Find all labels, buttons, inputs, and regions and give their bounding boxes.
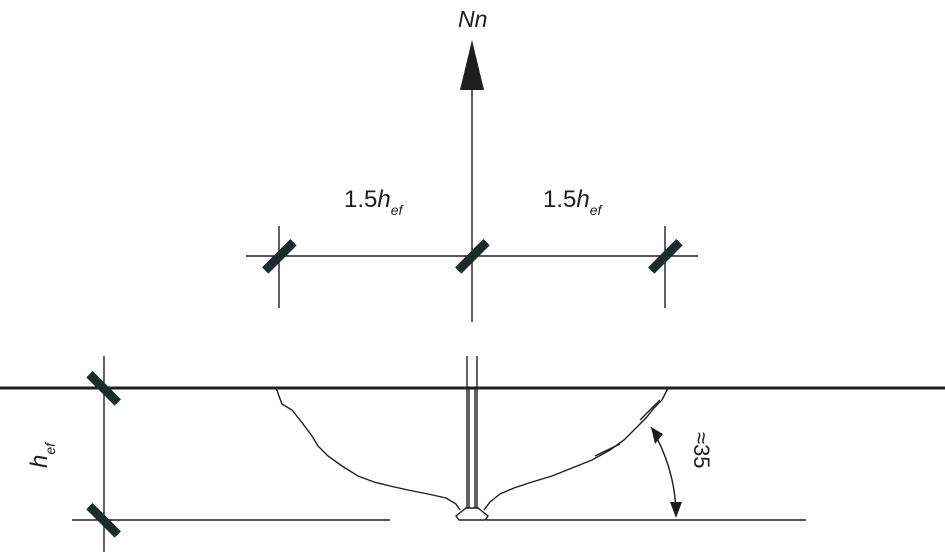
force-label: Nn bbox=[458, 6, 488, 32]
tick-plan-center bbox=[455, 239, 490, 274]
breakout-cone-right bbox=[483, 387, 669, 511]
tick-depth-top bbox=[86, 371, 121, 406]
spacing-left-var: h bbox=[377, 186, 391, 213]
spacing-left-coef: 1.5 bbox=[344, 186, 378, 213]
depth-sub: ef bbox=[42, 442, 58, 455]
tick-plan-right bbox=[648, 239, 683, 274]
spacing-label-left: 1.5hef bbox=[344, 186, 402, 218]
depth-var: h bbox=[26, 454, 53, 468]
breakout-cone-left bbox=[275, 387, 461, 511]
tick-depth-bottom bbox=[86, 503, 121, 538]
spacing-right-var: h bbox=[576, 186, 590, 213]
angle-label: ≈35 bbox=[689, 432, 714, 469]
breakout-crack-2 bbox=[639, 399, 661, 421]
spacing-left-sub: ef bbox=[390, 202, 403, 218]
spacing-label-right: 1.5hef bbox=[543, 186, 601, 218]
anchor-head bbox=[455, 507, 489, 521]
angle-arrowhead-bottom bbox=[670, 502, 682, 518]
depth-label: hef bbox=[26, 443, 58, 468]
force-arrowhead bbox=[460, 40, 484, 90]
tick-plan-left bbox=[262, 239, 297, 274]
breakout-crack-1 bbox=[594, 443, 621, 457]
spacing-right-sub: ef bbox=[589, 202, 602, 218]
angle-arrowhead-top bbox=[651, 427, 663, 444]
spacing-right-coef: 1.5 bbox=[543, 186, 577, 213]
